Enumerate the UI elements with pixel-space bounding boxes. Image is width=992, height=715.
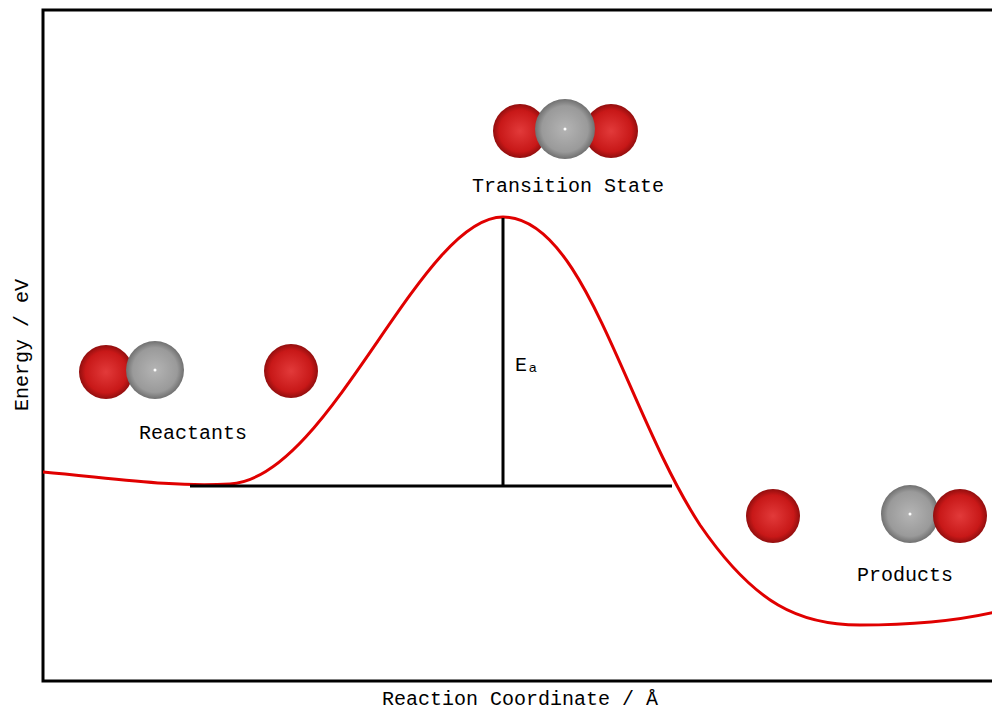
plot-frame bbox=[43, 10, 992, 681]
state-label: Transition State bbox=[472, 177, 664, 197]
state-label: Products bbox=[857, 566, 953, 586]
transition-molecule bbox=[493, 99, 638, 159]
state-label: Reactants bbox=[139, 424, 247, 444]
reactant-molecules bbox=[79, 341, 318, 399]
baseline bbox=[190, 485, 672, 488]
activation-bar bbox=[502, 218, 505, 486]
axis-title: Energy / eV bbox=[13, 279, 33, 411]
energy-label: Eₐ bbox=[515, 356, 539, 376]
product-molecules bbox=[746, 485, 987, 543]
energy-curve bbox=[43, 217, 992, 625]
axis-title: Reaction Coordinate / Å bbox=[382, 690, 658, 710]
